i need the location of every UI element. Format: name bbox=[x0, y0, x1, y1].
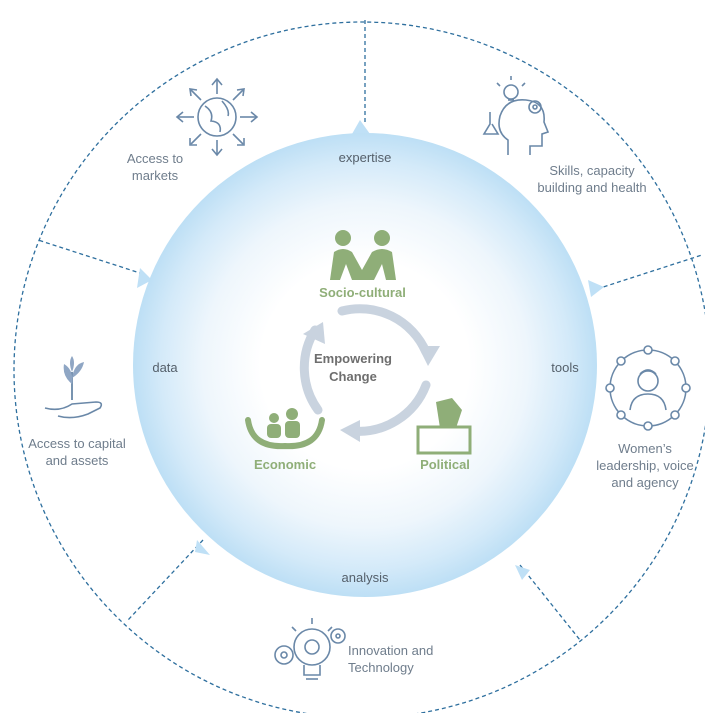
segment-label-capital-line1: Access to capital bbox=[28, 436, 126, 451]
ring-notches bbox=[137, 120, 604, 580]
socio-cultural-icon bbox=[330, 230, 396, 280]
center-title-line1: Empowering bbox=[313, 351, 392, 366]
dimension-economic: Economic bbox=[253, 457, 317, 472]
economic-icon bbox=[245, 408, 325, 450]
outer-dashed-ring bbox=[13, 21, 705, 713]
ring-word-tools: tools bbox=[551, 360, 579, 375]
segment-label-skills-line1: Skills, capacity bbox=[549, 163, 635, 178]
segment-label-innovation-line1: Innovation and bbox=[348, 643, 434, 658]
dimension-socio-cultural: Socio-cultural bbox=[319, 285, 406, 300]
segment-label-markets-line2: markets bbox=[131, 168, 179, 183]
ring-word-expertise: expertise bbox=[338, 150, 392, 165]
segment-label-leadership-line1: Women’s bbox=[618, 441, 672, 456]
segment-label-capital: Access to capital and assets bbox=[12, 435, 142, 469]
cycle-arrows bbox=[299, 304, 431, 436]
segment-label-leadership: Women’s leadership, voice and agency bbox=[590, 440, 700, 491]
segment-label-markets: Access to markets bbox=[110, 150, 200, 184]
segment-label-capital-line2: and assets bbox=[45, 453, 109, 468]
segment-label-markets-line1: Access to bbox=[126, 151, 184, 166]
segment-label-innovation-line2: Technology bbox=[348, 660, 414, 675]
segment-label-leadership-line2: leadership, voice bbox=[596, 458, 694, 473]
segment-label-innovation: Innovation and Technology bbox=[348, 642, 458, 676]
cycle-arrowheads bbox=[303, 322, 440, 442]
head-ideas-icon bbox=[482, 76, 550, 155]
center-title: Empowering Change bbox=[303, 350, 403, 386]
globe-arrows-icon bbox=[175, 77, 259, 157]
inner-circle bbox=[133, 133, 597, 597]
segment-label-leadership-line3: and agency bbox=[611, 475, 679, 490]
segment-label-skills-line2: building and health bbox=[537, 180, 647, 195]
center-title-line2: Change bbox=[329, 369, 377, 384]
segment-label-skills: Skills, capacity building and health bbox=[517, 162, 667, 196]
segment-dividers bbox=[37, 20, 703, 641]
hand-plant-icon bbox=[44, 356, 103, 419]
political-icon bbox=[416, 398, 472, 455]
bulb-gears-icon bbox=[274, 618, 346, 680]
ring-word-analysis: analysis bbox=[341, 570, 389, 585]
ring-word-data: data bbox=[152, 360, 178, 375]
dimension-political: Political bbox=[420, 457, 470, 472]
woman-network-icon bbox=[605, 345, 691, 431]
